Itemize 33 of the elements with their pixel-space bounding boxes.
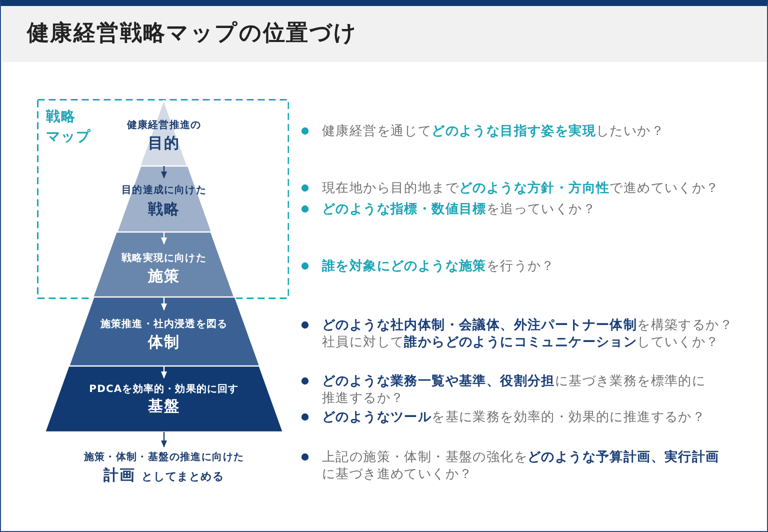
arrow <box>160 166 167 178</box>
bullet-point-text: どのような業務一覧や基準、役割分担に基づき業務を標準的に推進するか？ <box>322 372 707 406</box>
arrow <box>161 432 167 448</box>
pyramid-tier <box>68 297 260 366</box>
frame-heading: 戦略マップ <box>46 108 92 147</box>
arrow <box>161 366 167 378</box>
arrow <box>160 297 167 310</box>
subheading: 目的達成に向けた <box>122 184 206 198</box>
bullet-point-text: どのような指標・数値目標を追っていくか？ <box>322 200 598 218</box>
pyramid-tier <box>116 166 212 232</box>
subheading: 施策・体制・基盤の推進に向けた <box>84 451 244 465</box>
heading: 体制 <box>148 332 180 352</box>
pyramid-tier <box>45 366 283 432</box>
pyramid-tier <box>93 232 235 297</box>
subheading: 戦略実現に向けた <box>122 252 206 266</box>
title: 健康経営戦略マップの位置づけ <box>27 20 358 48</box>
heading: 基盤 <box>148 396 180 416</box>
heading: 目的 <box>148 133 180 153</box>
bullet-point-text: 誰を対象にどのような施策を行うか？ <box>322 258 556 274</box>
heading: 施策 <box>148 266 180 286</box>
bullet-point-text: どのような社内体制・会議体、外注パートナー体制を構築するか？社員に対して誰からどのようにコミュニケーションしていくか？ <box>322 316 734 350</box>
heading: 戦略 <box>148 199 180 219</box>
subheading: 健康経営推進の <box>126 119 202 133</box>
arrow <box>160 232 167 244</box>
dashed-frame <box>36 99 290 299</box>
bullet-point-text: 健康経営を通じてどのような目指す姿を実現したいか？ <box>322 122 666 140</box>
subheading: PDCAを効率的・効果的に回す <box>89 383 239 397</box>
heading: 計画 <box>104 466 136 484</box>
note: としてまとめる <box>142 470 224 483</box>
bullet-point-text: どのようなツールを基に業務を効率的・効果的に推進するか？ <box>322 408 707 426</box>
bullet-point-text: 現在地から目的地までどのような方針・方向性で進めていくか？ <box>322 180 720 196</box>
subheading: 施策推進・社内浸透を図る <box>100 318 228 332</box>
bullet-point-text: 上記の施策・体制・基盤の強化をどのような予算計画、実行計画に基づき進めていくか？ <box>322 448 720 482</box>
